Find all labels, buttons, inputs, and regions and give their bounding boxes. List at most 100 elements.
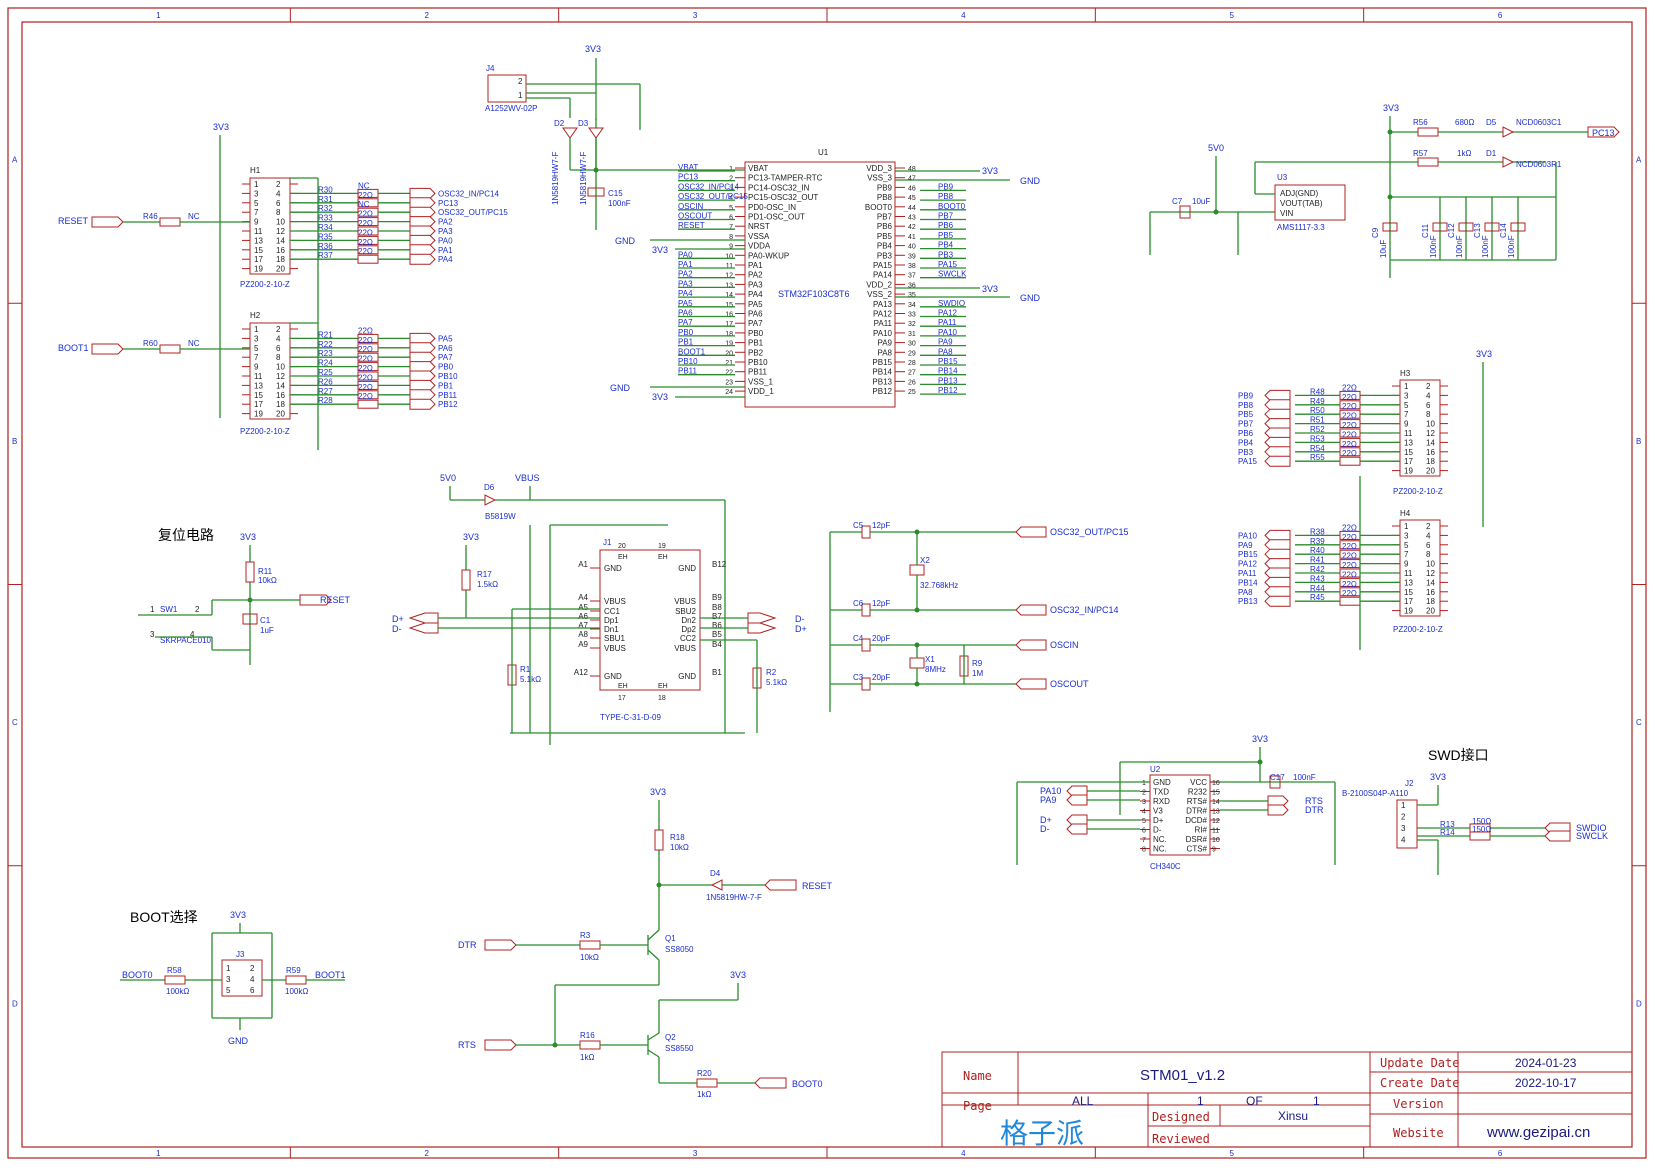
osc-cap-ref: C5 [853, 521, 864, 530]
d5-led [1502, 126, 1515, 138]
d4-symbol [710, 879, 723, 891]
swd-res-val: 150Ω [1472, 817, 1491, 826]
j3-p6: 6 [250, 986, 255, 995]
pc13-net: PC13 [1592, 128, 1615, 138]
u3-pin1: ADJ(GND) [1280, 189, 1319, 198]
hdr-row-ref: R37 [318, 251, 333, 260]
hdr-row-val: 22Ω [358, 238, 373, 247]
hdr-row-net: OSC32_OUT/PC15 [438, 208, 508, 217]
r17-ref: R17 [477, 570, 492, 579]
hdr-row-ref: R53 [1310, 434, 1325, 443]
boot-gnd: GND [228, 1036, 249, 1046]
mcu-part: STM32F103C8T6 [778, 289, 850, 299]
hdr-row-ref: R45 [1310, 593, 1325, 602]
hdr-pin-num: 16 [1426, 448, 1435, 457]
hdr-row-port [409, 379, 436, 391]
r59-symbol [285, 975, 307, 985]
hdr-row-net: PA4 [438, 255, 453, 264]
hdr-row-port [409, 225, 436, 237]
hdr-row-net: PB0 [438, 363, 454, 372]
hdr-pin-num: 11 [254, 227, 263, 236]
mcu-right-pin-num: 43 [908, 215, 916, 222]
usb-right-name: SBU2 [675, 607, 696, 616]
hdr-pin-num: 17 [1404, 597, 1413, 606]
ch-right-name: RTS# [1187, 797, 1208, 806]
mcu-right-pin-num: 39 [908, 253, 916, 260]
h2-side-port [91, 343, 124, 355]
hdr-row-val: 22Ω [1342, 421, 1357, 430]
ldo-cap-symbol [1432, 222, 1448, 232]
mcu-right-net: PA12 [938, 309, 958, 318]
hdr-row-port [409, 216, 436, 228]
hdr-row-ref: R35 [318, 232, 333, 241]
sw1-p2: 2 [195, 605, 200, 614]
hdr-pin-num: 1 [254, 180, 259, 189]
hdr-row-port [1264, 408, 1291, 420]
r20-val: 1kΩ [697, 1090, 711, 1099]
mcu-right-pin-name: PA8 [877, 348, 892, 357]
mcu-left-pin-num: 17 [725, 321, 733, 328]
hdr-row-val: 22Ω [1342, 440, 1357, 449]
hdr-row-net: PB8 [1238, 401, 1254, 410]
h2-ref: H2 [250, 311, 261, 320]
usb-left-pin: A4 [578, 593, 588, 602]
mcu-left-pin-name: VSS_1 [748, 377, 773, 386]
d5-part: NCD0603C1 [1516, 118, 1562, 127]
mcu-right-pin-num: 41 [908, 234, 916, 241]
col-mark-bottom: 6 [1498, 1149, 1503, 1158]
mcu-right-pin-num: 33 [908, 312, 916, 319]
hdr-row-net: OSC32_IN/PC14 [438, 189, 499, 198]
ch-right-num: 15 [1212, 790, 1220, 797]
mcu-gnd-d: GND [610, 383, 631, 393]
hdr-pin-num: 2 [1426, 382, 1431, 391]
hdr-row-res [1339, 456, 1361, 466]
r56-symbol [1417, 127, 1439, 137]
swd-res-val: 150Ω [1472, 825, 1491, 834]
mcu-left-pin-name: NRST [748, 222, 770, 231]
usb-right-pin: B8 [712, 603, 722, 612]
q2-ref: Q2 [665, 1033, 676, 1042]
q1-ref: Q1 [665, 934, 676, 943]
hdr-row-ref: R41 [1310, 556, 1325, 565]
hdr-pin-num: 17 [254, 255, 263, 264]
hdr-row-res [357, 399, 379, 409]
mcu-right-net: PA11 [938, 318, 957, 327]
hdr-pin-num: 10 [276, 363, 285, 372]
d1-led [1502, 156, 1515, 168]
swd-net: SWDIO [1576, 823, 1607, 833]
hdr-row-val: 22Ω [358, 247, 373, 256]
col-mark-bottom: 5 [1230, 1149, 1235, 1158]
ad-boot0: BOOT0 [792, 1079, 823, 1089]
ad-dtr: DTR [458, 940, 477, 950]
mcu-left-pin-num: 10 [725, 253, 733, 260]
h3-v33: 3V3 [1476, 349, 1492, 359]
d5-ref: D5 [1486, 118, 1497, 127]
u2-ref: U2 [1150, 765, 1161, 774]
boot-left-net: BOOT0 [122, 970, 153, 980]
mcu-left-pin-num: 13 [725, 282, 733, 289]
hdr-row-net: PA6 [438, 344, 453, 353]
j4-part: A1252WV-02P [485, 104, 537, 113]
hdr-row-ref: R33 [318, 214, 333, 223]
hdr-row-net: PB7 [1238, 420, 1254, 429]
ch-right-name: DSR# [1186, 835, 1208, 844]
u2-part: CH340C [1150, 862, 1181, 871]
hdr-row-val: 22Ω [358, 210, 373, 219]
mcu-left-net: PA5 [678, 299, 693, 308]
osc-cap-val: 20pF [872, 673, 890, 682]
mcu-left-pin-num: 14 [725, 292, 733, 299]
row-mark-right: A [1636, 156, 1642, 165]
c17-val: 100nF [1293, 773, 1316, 782]
h3-ref: H3 [1400, 369, 1411, 378]
col-mark-top: 6 [1498, 11, 1503, 20]
hdr-row-port [1264, 389, 1291, 401]
hdr-pin-num: 5 [1404, 541, 1409, 550]
u3-pin2: VOUT(TAB) [1280, 199, 1323, 208]
hdr-row-val: 22Ω [1342, 393, 1357, 402]
usb-left-pin: A12 [574, 668, 589, 677]
mcu-left-pin-name: PA1 [748, 261, 763, 270]
ch-right-num: 12 [1212, 818, 1220, 825]
